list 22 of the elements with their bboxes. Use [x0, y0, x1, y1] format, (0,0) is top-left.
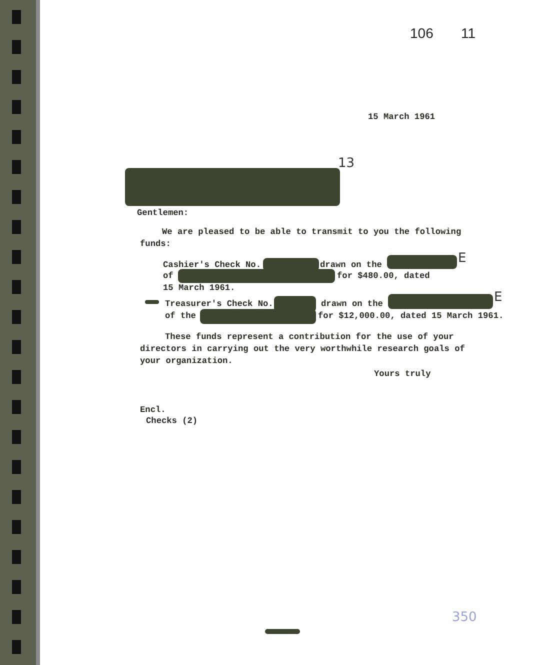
- letter-text: drawn on the: [320, 259, 382, 271]
- handwritten-mark: 350: [452, 612, 477, 624]
- handwritten-mark: 13: [338, 158, 355, 170]
- letter-text: Treasurer's Check No.: [165, 298, 274, 310]
- page-number: 11: [461, 27, 476, 39]
- letter-text: of the: [165, 310, 196, 322]
- letter-text: for $480.00, dated: [337, 270, 430, 282]
- handwritten-mark: E: [458, 253, 466, 265]
- body-paragraph: These funds represent a contribution for the use of your directors in carrying out the very worthwhile research goals of your organization.: [140, 331, 466, 367]
- handwritten-mark: E: [494, 292, 502, 304]
- date-line: 15 March 1961: [368, 111, 436, 123]
- letter-text: for $12,000.00, dated 15 March 1961.: [318, 310, 504, 322]
- letter-text: Cashier's Check No.: [163, 259, 261, 271]
- enclosure-note: Encl.: [140, 404, 166, 416]
- enclosure-note: Checks (2): [146, 415, 198, 427]
- body-paragraph: We are pleased to be able to transmit to you the following funds:: [140, 226, 462, 250]
- closing: Yours truly: [374, 368, 431, 380]
- page-number: 106: [410, 27, 434, 39]
- salutation: Gentlemen:: [137, 207, 189, 219]
- letter-text: drawn on the: [321, 298, 383, 310]
- letter-text: 15 March 1961.: [163, 282, 236, 294]
- letter-text: of: [163, 270, 174, 282]
